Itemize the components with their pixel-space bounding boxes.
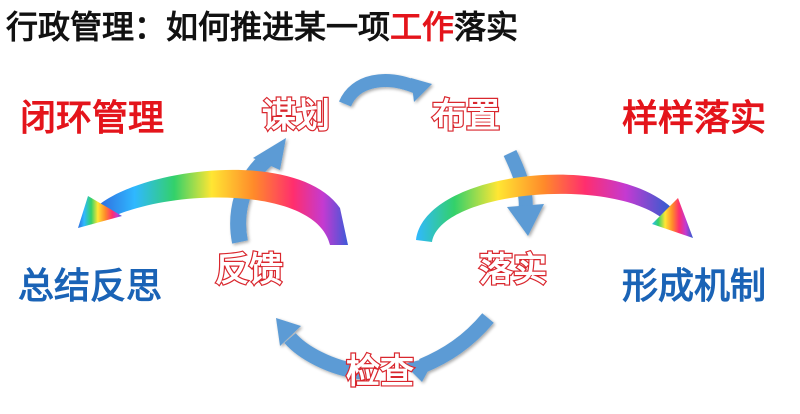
cycle-label-implement: 落实 [479,250,547,290]
side-label-summarize-reflect: 总结反思 [18,266,162,307]
cycle-arrow-implement-to-check-head [404,356,436,382]
rainbow-arrows [78,169,693,245]
cycle-arrow-check-to-feedback [284,332,364,380]
rainbow-arrow-left [100,169,348,245]
cycle-arrow-plan-to-deploy-head [411,78,432,102]
cycle-label-check: 检查 [346,352,414,392]
page-title: 行政管理：如何推进某一项工作落实 [6,8,518,46]
title-part1: 行政管理：如何推进某一项 [6,8,390,46]
cycle-label-feedback: 反馈 [215,250,283,290]
rainbow-arrow-right-head [652,198,693,238]
rainbow-arrow-left-head [78,196,122,228]
side-label-all-implemented: 样样落实 [622,98,766,139]
cycle-arrow-deploy-to-implement-head [507,204,544,236]
cycle-label-plan: 谋划 [262,96,330,136]
cycle-arrow-feedback-to-plan-head [253,138,286,170]
title-part3: 落实 [454,8,518,46]
cycle-arrow-check-to-feedback-head [276,318,301,346]
title-accent: 工作 [390,8,454,46]
cycle-label-deploy: 布置 [432,96,500,136]
rainbow-arrow-right [416,174,672,242]
cycle-arrows [230,74,544,382]
side-label-form-mechanism: 形成机制 [622,266,766,307]
cycle-arrow-plan-to-deploy [339,74,421,108]
side-label-closed-loop: 闭环管理 [20,98,164,139]
